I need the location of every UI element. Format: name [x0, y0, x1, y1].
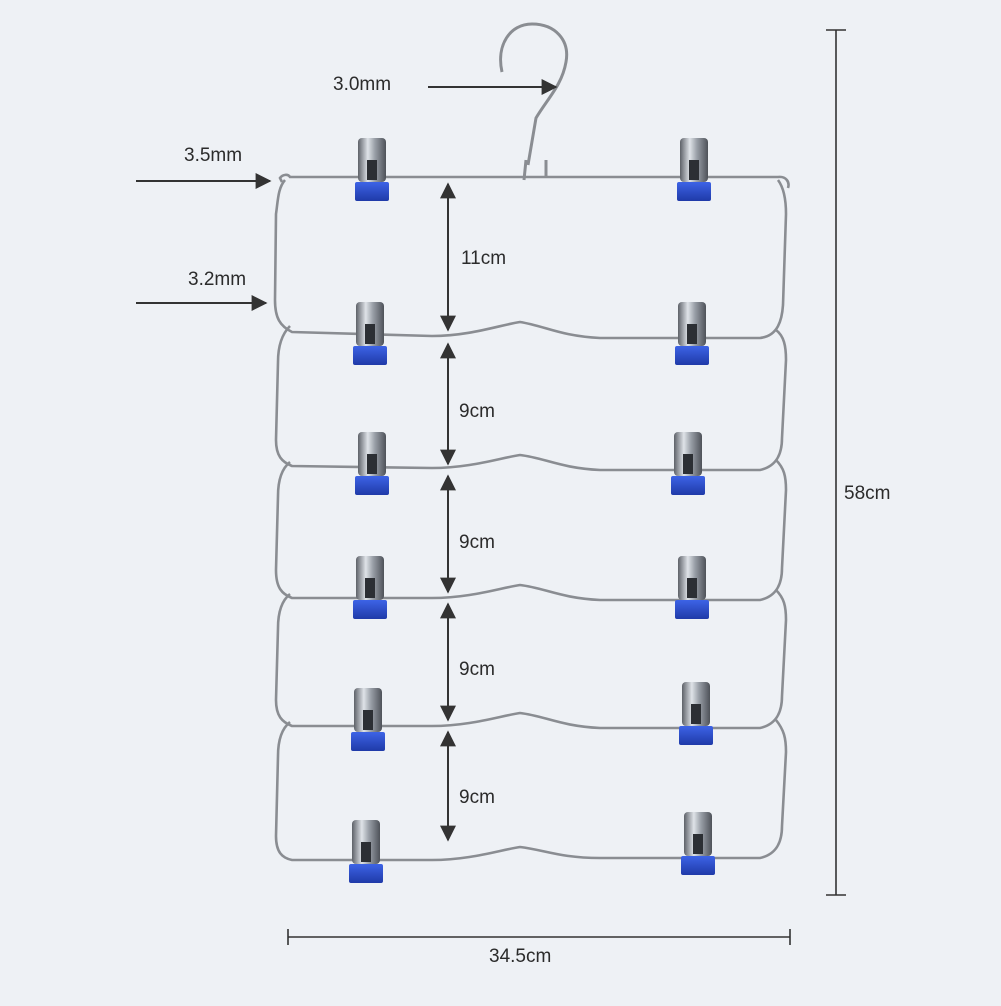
clip-icon	[355, 432, 389, 495]
pointer-arrows	[136, 79, 558, 311]
clip-icon	[349, 820, 383, 883]
hook-icon	[499, 22, 569, 181]
clip-icon	[681, 812, 715, 875]
gap-top-label: 11cm	[461, 248, 507, 269]
clip-icon	[675, 302, 709, 365]
clip-icon	[675, 556, 709, 619]
top-wire-label: 3.5mm	[184, 145, 243, 166]
clip-icon	[671, 432, 705, 495]
width-dimension	[287, 929, 791, 945]
width-label: 34.5cm	[489, 946, 552, 967]
clip-icon	[677, 138, 711, 201]
total-height-label: 58cm	[844, 483, 891, 504]
hanger-frame	[273, 173, 790, 862]
clip-icon	[353, 556, 387, 619]
clip-icon	[679, 682, 713, 745]
gap-2-label: 9cm	[459, 401, 495, 422]
gap-5-label: 9cm	[459, 787, 495, 808]
clip-icon	[355, 138, 389, 201]
gap-3-label: 9cm	[459, 532, 495, 553]
height-dimension	[826, 29, 846, 896]
gap-4-label: 9cm	[459, 659, 495, 680]
clip-icon	[353, 302, 387, 365]
clip-icon	[351, 688, 385, 751]
clips	[349, 138, 715, 883]
hook-wire-label: 3.0mm	[333, 74, 392, 95]
frame-wire-label: 3.2mm	[188, 269, 247, 290]
